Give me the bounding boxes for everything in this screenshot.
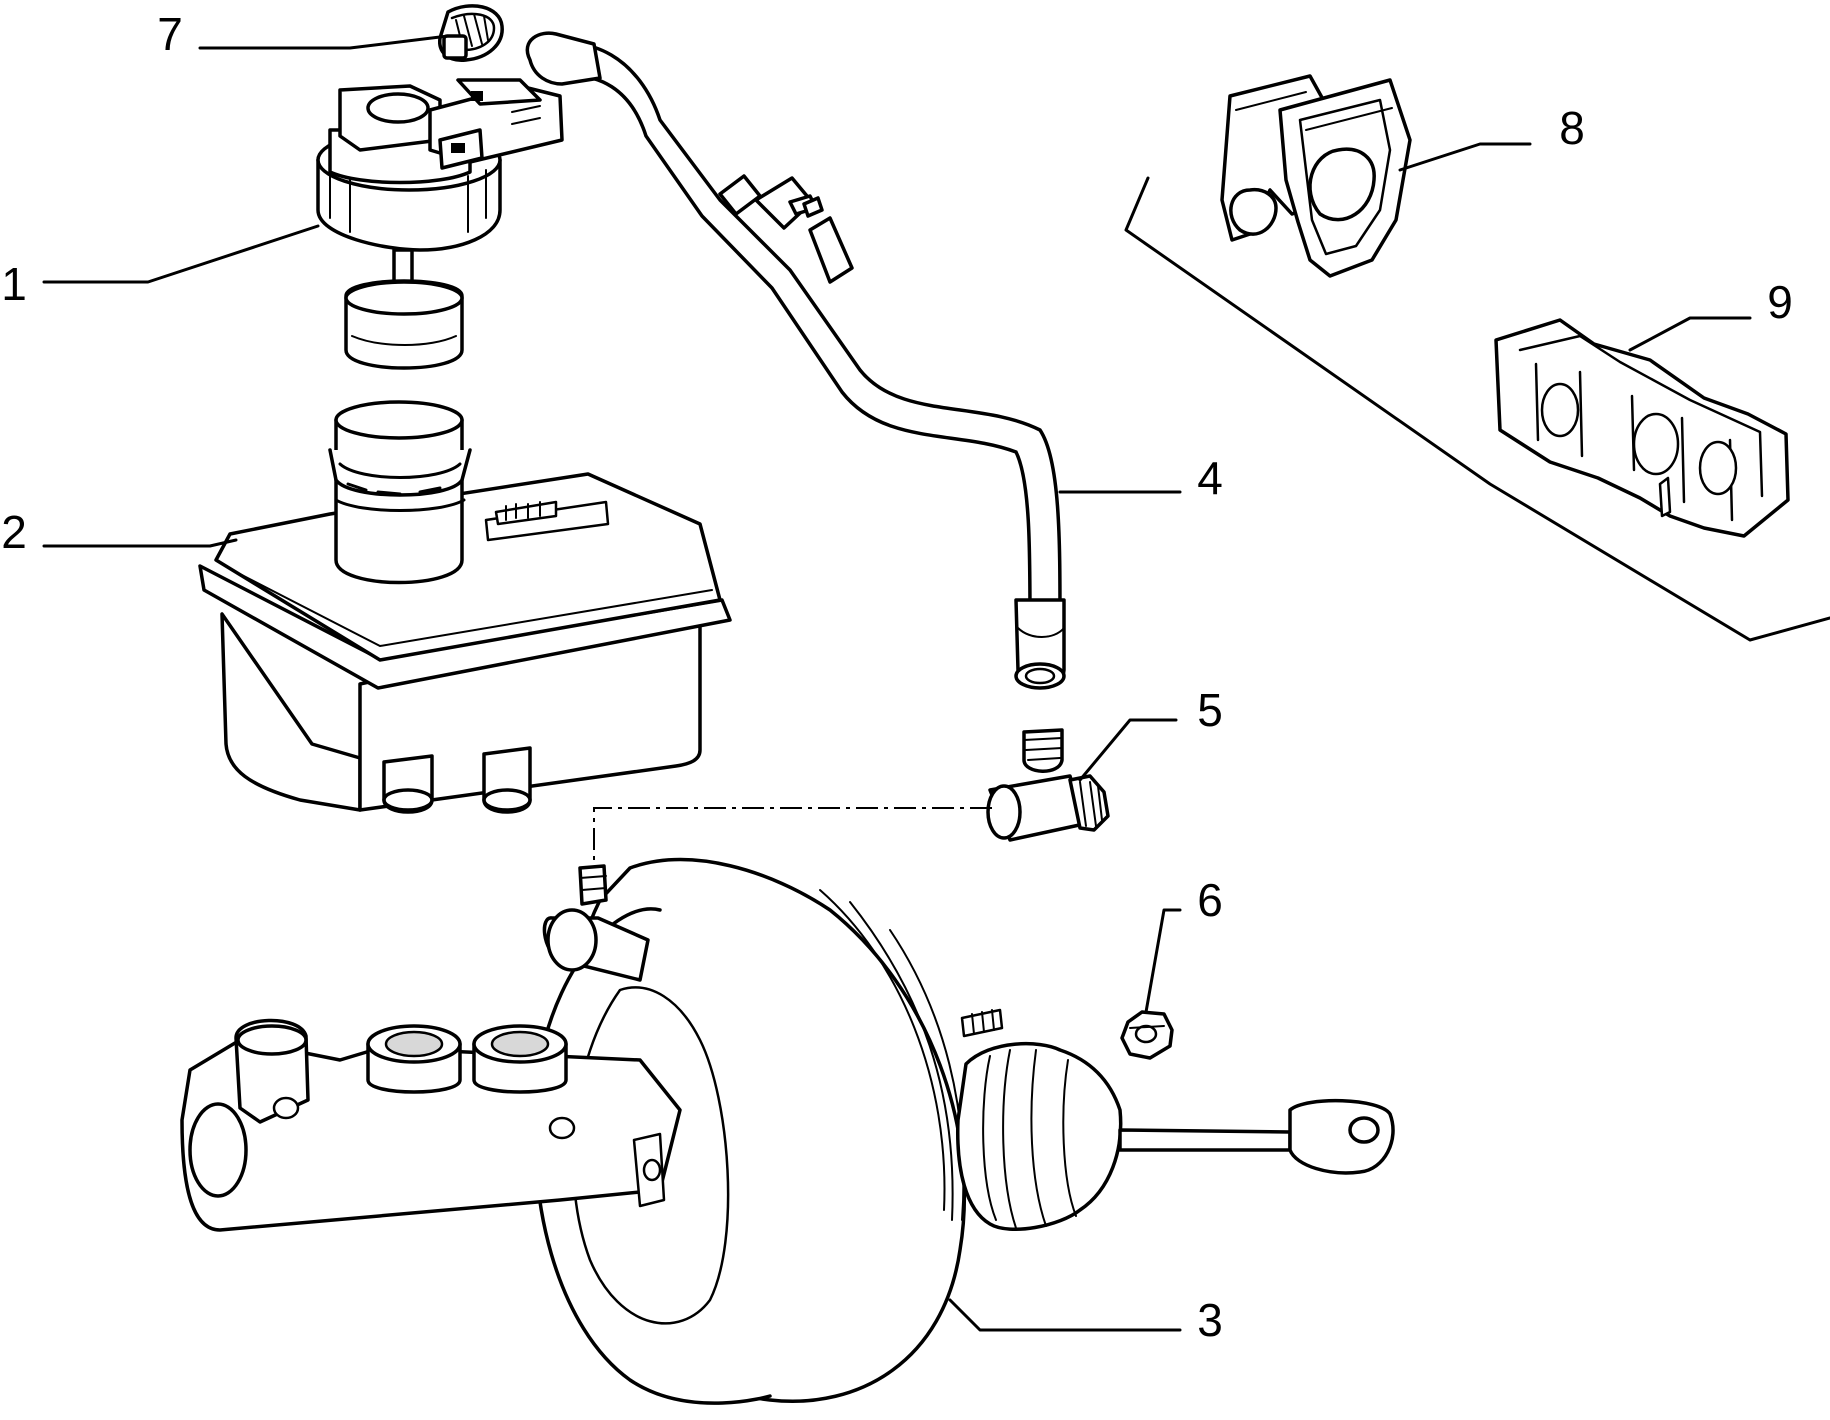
leader-6: [1144, 908, 1182, 1014]
part-8-pipe-clip: [1220, 74, 1412, 278]
callout-6: 6: [1197, 874, 1223, 926]
callout-4: 4: [1197, 452, 1223, 504]
group-divider-line: [1124, 176, 1830, 642]
callout-8: 8: [1559, 102, 1585, 154]
leader-2: [42, 538, 238, 548]
leader-5: [1078, 718, 1178, 782]
callout-7: 7: [157, 8, 183, 60]
part-7-hose-clamp: [438, 4, 504, 62]
callout-2: 2: [1, 506, 27, 558]
callout-5: 5: [1197, 684, 1223, 736]
part-1-reservoir-cap: [316, 78, 564, 370]
leader-1: [42, 224, 320, 284]
part-4-vacuum-hose: [525, 31, 1066, 690]
leader-7: [198, 34, 450, 50]
part-5-elbow-fitting: [986, 728, 1110, 842]
part-6-nut: [1120, 1010, 1174, 1060]
callout-9: 9: [1767, 276, 1793, 328]
leader-3: [948, 1298, 1182, 1332]
callout-1: 1: [1, 258, 27, 310]
callout-leaders: [42, 34, 1752, 1332]
part-3-brake-booster: [180, 857, 1395, 1405]
leader-9: [1628, 316, 1752, 352]
part-2-fluid-reservoir: [198, 400, 732, 814]
assembly-line: [593, 807, 992, 862]
callout-3: 3: [1197, 1294, 1223, 1346]
part-9-clip-strip: [1494, 318, 1790, 538]
leader-8: [1398, 142, 1532, 172]
